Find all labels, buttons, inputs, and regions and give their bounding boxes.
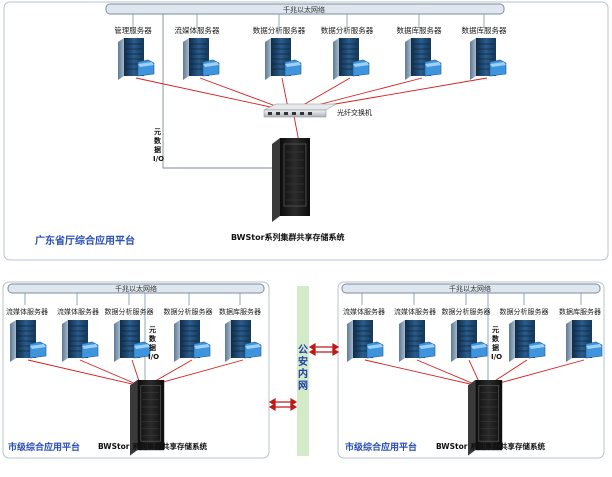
left-platform-label: 市级综合应用平台 [8, 443, 81, 453]
top-server-label-6: 数据库服务器 [461, 26, 507, 35]
top-server-label-2: 流媒体服务器 [174, 26, 220, 35]
switch-label: 光纤交换机 [337, 109, 372, 117]
left-bus-drops [24, 293, 241, 380]
left-link-arrow-icon [268, 397, 298, 412]
right-server-label-5: 数据库服务器 [559, 308, 601, 316]
top-platform-label: 广东省厅综合应用平台 [35, 236, 135, 247]
fiber-switch-icon [263, 103, 337, 118]
left-ethernet-bus [7, 283, 265, 294]
right-platform-label: 市级综合应用平台 [345, 443, 418, 453]
top-server-label-5: 数据库服务器 [396, 26, 442, 35]
public-network-label: 公安内网 [298, 345, 308, 392]
right-storage-label: BWStor 系列集群共享存储系统 [436, 442, 546, 451]
top-fiber-links [135, 77, 488, 143]
left-fiber-links [27, 359, 244, 385]
top-bus-label: 千兆以太网络 [283, 6, 325, 14]
left-server-label-2: 流媒体服务器 [57, 308, 99, 316]
right-io-label: 元数据I/O [491, 326, 503, 361]
left-storage-label: BWStor 系列集群共享存储系统 [98, 442, 208, 451]
right-ethernet-bus [341, 283, 601, 294]
right-bus-drops [361, 293, 582, 380]
left-server-label-3: 数据分析服务器 [104, 308, 154, 316]
top-storage-label: BWStor系列集群共享存储系统 [231, 233, 345, 242]
public-network-band [297, 286, 309, 456]
right-link-arrow-icon [308, 342, 340, 357]
right-fiber-links [364, 359, 585, 385]
left-bus-label: 千兆以太网络 [115, 285, 157, 293]
top-platform-panel [3, 1, 609, 261]
right-server-label-2: 流媒体服务器 [394, 308, 436, 316]
top-server-label-1: 管理服务器 [114, 26, 152, 35]
right-server-label-3: 数据分析服务器 [441, 308, 491, 316]
right-bus-label: 千兆以太网络 [449, 285, 491, 293]
left-server-label-4: 数据分析服务器 [163, 308, 213, 316]
top-bus-drops [132, 14, 485, 28]
top-storage-rack-icon [271, 137, 311, 223]
left-server-label-1: 流媒体服务器 [6, 308, 48, 316]
left-io-label: 元数据I/O [148, 326, 160, 361]
top-io-label: 元数据I/O [153, 128, 165, 163]
top-server-label-3: 数据分析服务器 [252, 26, 306, 35]
left-server-label-5: 数据库服务器 [219, 308, 261, 316]
top-server-label-4: 数据分析服务器 [320, 26, 374, 35]
right-server-label-4: 数据分析服务器 [499, 308, 549, 316]
right-server-label-1: 流媒体服务器 [343, 308, 385, 316]
top-metadata-io-line [162, 14, 278, 169]
top-ethernet-bus [105, 3, 505, 15]
